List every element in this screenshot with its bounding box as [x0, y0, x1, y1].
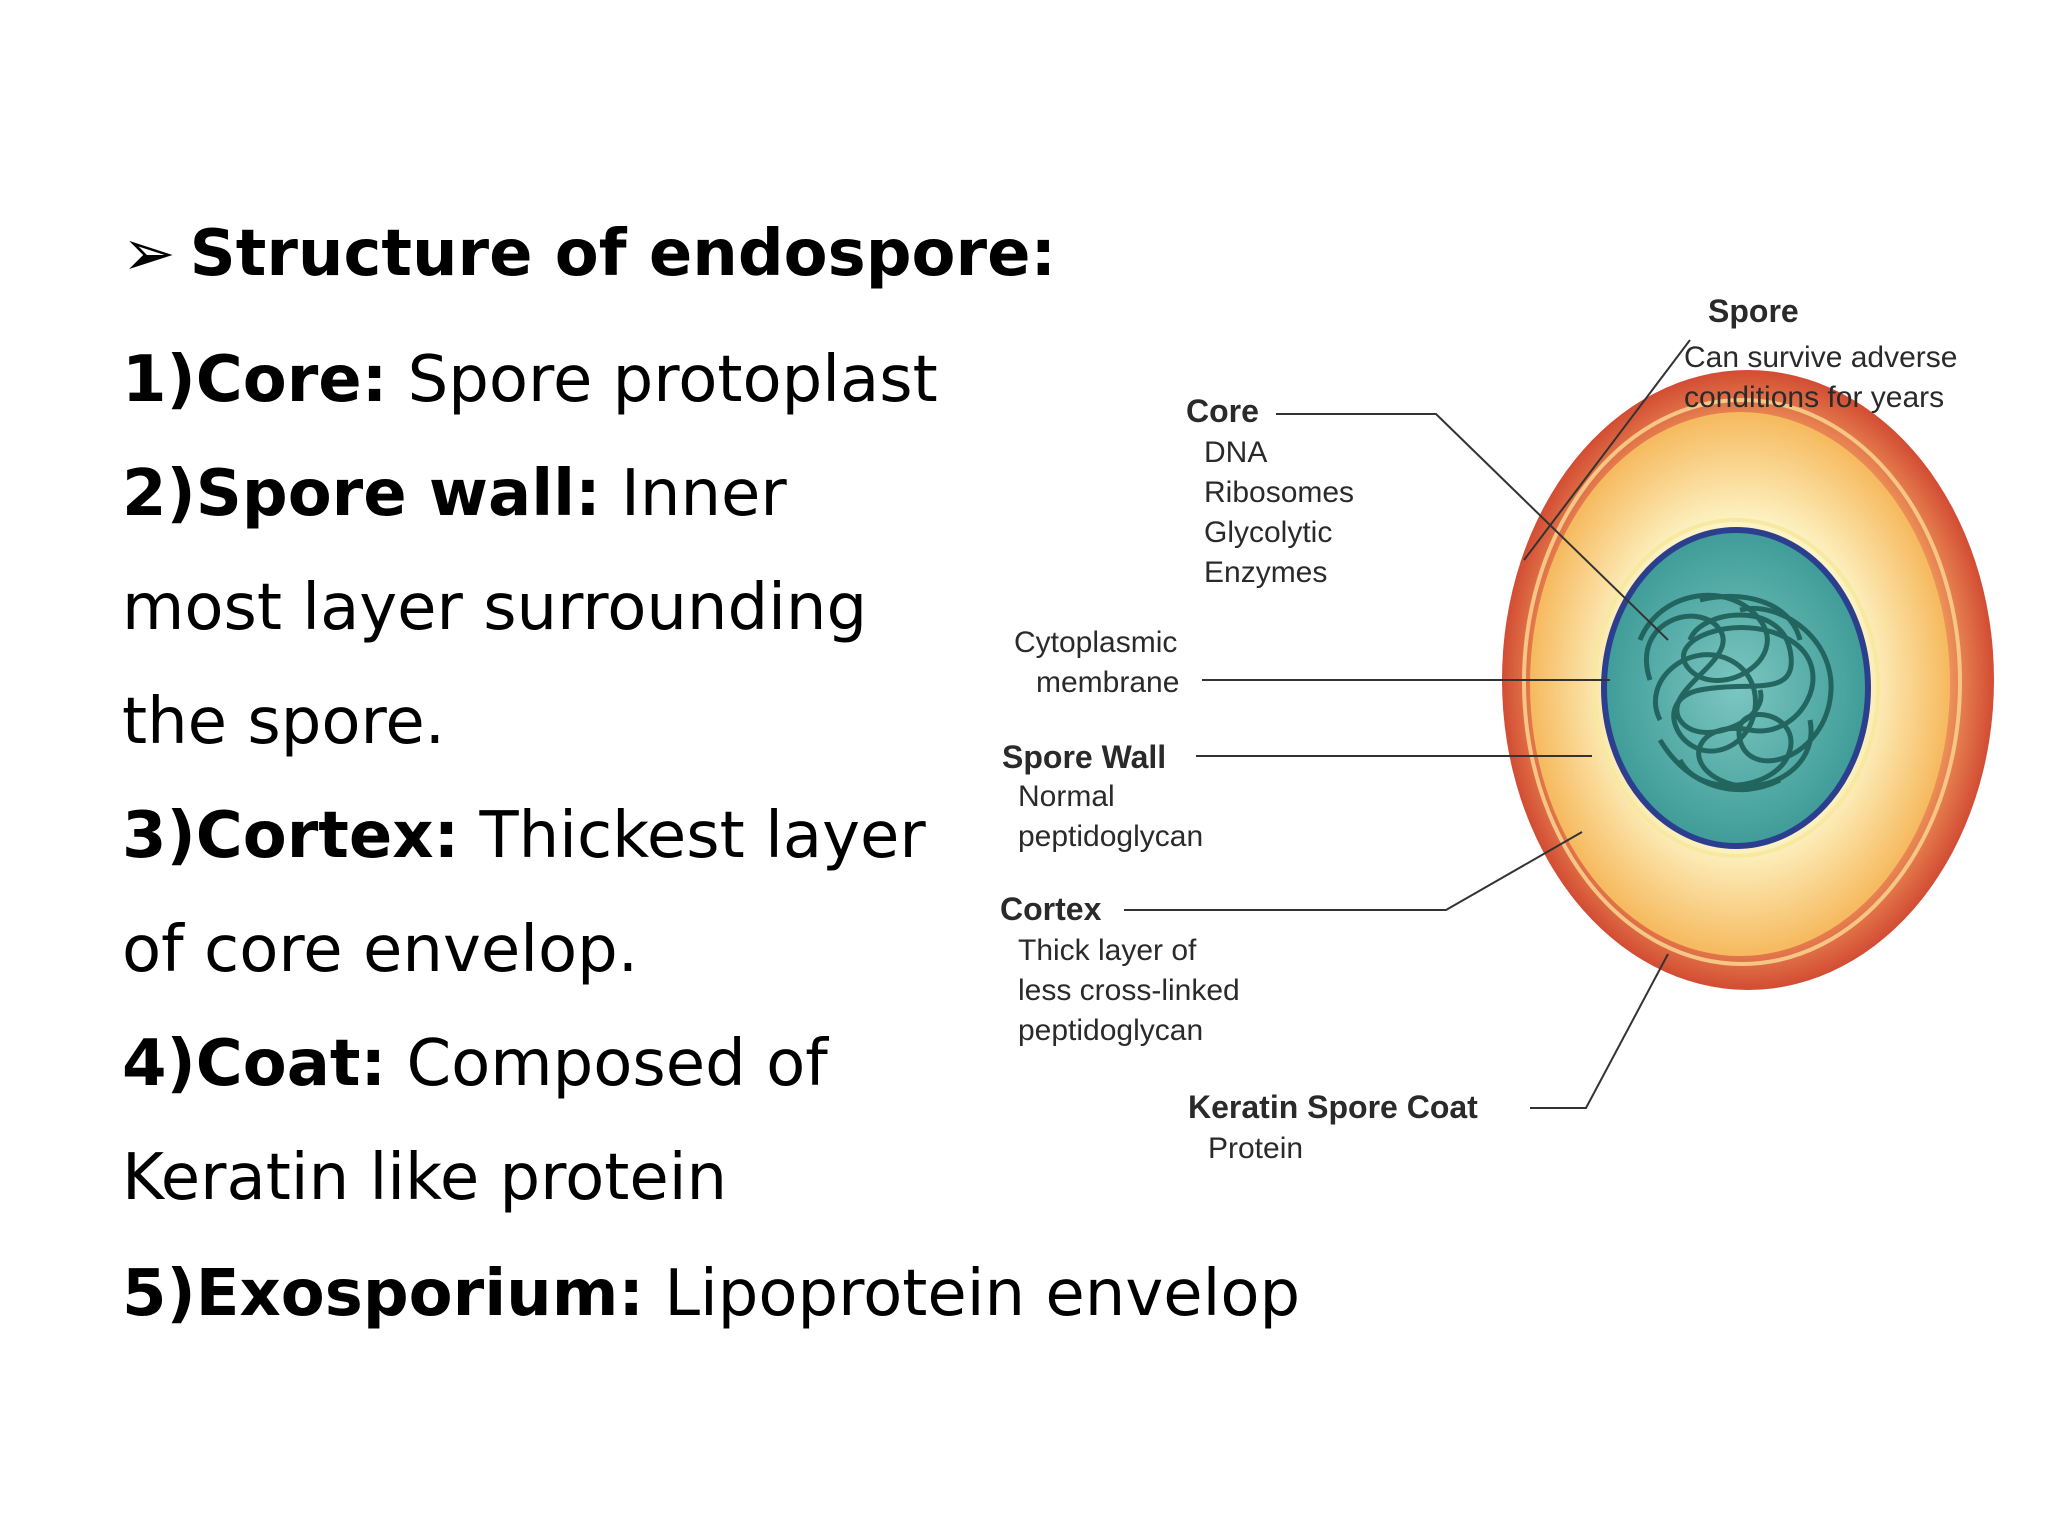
item-term: Exosporium:	[195, 1257, 644, 1331]
core-leader-line	[1276, 413, 1669, 641]
item-number: 5)	[122, 1257, 196, 1331]
membrane-label: Cytoplasmic	[1014, 626, 1177, 659]
item-desc-continuation: Keratin like protein	[122, 1141, 728, 1215]
list-item-cortex: 3)Cortex: Thickest layer	[122, 804, 926, 868]
cortex-desc: peptidoglycan	[1018, 1014, 1203, 1047]
spore-wall-desc: Normal	[1018, 780, 1115, 813]
item-number: 3)	[122, 799, 196, 873]
cortex-label: Cortex	[1000, 891, 1102, 927]
cortex-desc: Thick layer of	[1018, 934, 1197, 967]
cortex-leader-line	[1124, 831, 1583, 911]
item-desc-continuation: most layer surrounding	[122, 571, 868, 645]
leader-lines	[1124, 339, 1691, 1109]
item-desc: Composed of	[406, 1027, 828, 1101]
list-item-core: 1)Core: Spore protoplast	[122, 348, 938, 412]
item-number: 1)	[122, 343, 196, 417]
heading-text: Structure of endospore:	[189, 217, 1057, 291]
membrane-label: membrane	[1036, 666, 1179, 699]
slide-heading: ➢Structure of endospore:	[122, 222, 1056, 286]
item-number: 4)	[122, 1027, 196, 1101]
item-term: Spore wall:	[195, 457, 601, 531]
spore-wall-ring	[1592, 518, 1880, 858]
item-term: Core:	[195, 343, 388, 417]
coat-leader-line	[1530, 953, 1669, 1109]
spore-wall-desc: peptidoglycan	[1018, 820, 1203, 853]
spore-leader-line	[1523, 339, 1691, 561]
spore-desc: Can survive adverse	[1684, 341, 1957, 374]
cortex-desc: less cross-linked	[1018, 974, 1240, 1007]
exosporium-inner-line	[1522, 398, 1962, 966]
core-desc: Ribosomes	[1204, 476, 1354, 509]
item-term: Cortex:	[195, 799, 460, 873]
item-desc-continuation: the spore.	[122, 685, 446, 759]
core-desc: Glycolytic	[1204, 516, 1332, 549]
item-term: Coat:	[195, 1027, 387, 1101]
item-desc: Spore protoplast	[407, 343, 938, 417]
item-desc-continuation: of core envelop.	[122, 913, 639, 987]
coat-label: Keratin Spore Coat	[1188, 1089, 1478, 1125]
item-desc: Inner	[621, 457, 787, 531]
list-item-coat: 4)Coat: Composed of	[122, 1032, 828, 1096]
core-desc: Enzymes	[1204, 556, 1327, 589]
item-desc: Thickest layer	[479, 799, 926, 873]
list-item-spore-wall: 2)Spore wall: Inner	[122, 462, 787, 526]
arrow-bullet-icon: ➢	[122, 217, 176, 291]
spore-wall-label: Spore Wall	[1002, 739, 1166, 775]
spore-label: Spore	[1708, 293, 1799, 329]
core-label: Core	[1186, 393, 1259, 429]
dna-tangle-icon	[1637, 592, 1834, 793]
core-desc: DNA	[1204, 436, 1267, 469]
item-number: 2)	[122, 457, 196, 531]
coat-desc: Protein	[1208, 1132, 1303, 1165]
spore-desc: conditions for years	[1684, 381, 1944, 414]
item-desc: Lipoprotein envelop	[664, 1257, 1301, 1331]
list-item-exosporium: 5)Exosporium: Lipoprotein envelop	[122, 1262, 1300, 1326]
